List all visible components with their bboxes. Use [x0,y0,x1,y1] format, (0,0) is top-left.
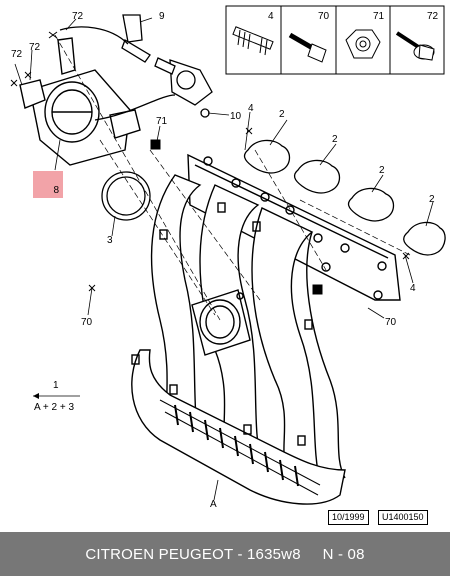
callout-2-b: 2 [332,134,338,145]
legend-ref-71: 71 [373,11,385,22]
callout-70-right: 70 [385,317,397,328]
fastener-markers [10,31,410,295]
callout-72-left-b: 72 [11,49,23,60]
callout-2-d: 2 [429,194,435,205]
legend-ref-4: 4 [268,11,274,22]
callout-2-c: 2 [379,165,385,176]
highlighted-part-label: 8 [53,185,59,196]
intake-manifold-drawing: 4 70 71 72 [10,5,446,510]
leader-lines [14,17,434,501]
date-stamp: 10/1999 [328,510,369,525]
formula-arrow [33,393,39,399]
caption-text: CITROEN PEUGEOT - 1635w8 N - 08 [85,545,365,563]
sensor-assembly [59,14,213,121]
screw-icon [288,32,327,63]
highlighted-part-8[interactable]: 8 [33,171,63,198]
drawing-code-stamp: U1400150 [378,510,428,525]
stud-icon [232,26,274,56]
legend-ref-72: 72 [427,11,439,22]
callout-70-left: 70 [81,317,93,328]
callout-72-top: 72 [72,11,84,22]
callout-9: 9 [159,11,165,22]
runner-gaskets [101,139,446,256]
callout-2-a: 2 [279,109,285,120]
formula-denominator: A + 2 + 3 [34,402,74,413]
legend-ref-70: 70 [318,11,330,22]
callout-4-right: 4 [410,283,416,294]
alignment-lines [54,34,411,321]
hex-nut-icon [345,29,381,59]
flange-screw-icon [395,31,435,61]
manifold-body [131,153,401,505]
callout-A: A [210,499,217,510]
callout-10: 10 [230,111,242,122]
callout-4-top: 4 [248,103,254,114]
formula-numerator: 1 [53,380,59,391]
caption-bar: CITROEN PEUGEOT - 1635w8 N - 08 [0,532,450,576]
legend-frame [225,5,445,75]
callout-72-left-a: 72 [29,42,41,53]
callout-71: 71 [156,116,168,127]
callout-3: 3 [107,235,113,246]
fastener-legend [225,5,445,75]
throttle-body [19,37,141,166]
